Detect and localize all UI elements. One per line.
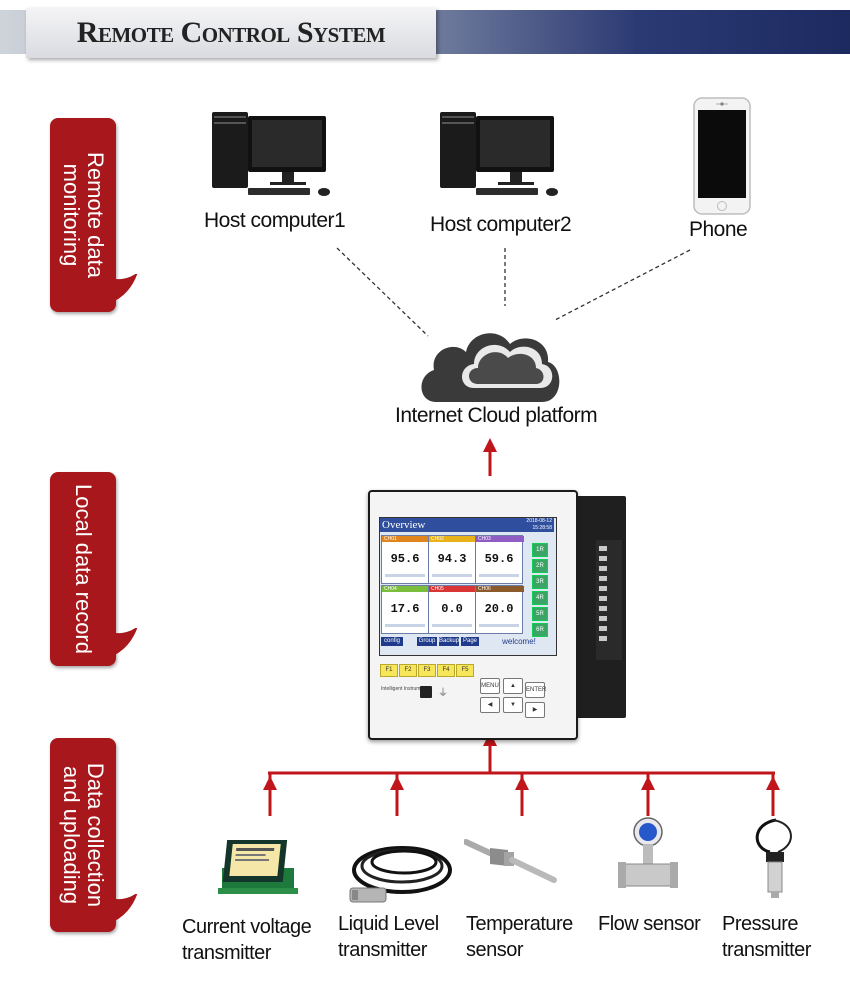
left-arrow-key[interactable]: ◀	[480, 697, 500, 713]
recorder-brand: Intelligent Instrument	[381, 686, 428, 692]
f4-key[interactable]: F4	[437, 664, 455, 677]
channel-name: CH06	[476, 586, 524, 592]
pressure-transmitter-icon	[755, 818, 792, 898]
desktop-computer-icon	[212, 112, 330, 196]
f1-key[interactable]: F1	[380, 664, 398, 677]
channel-side-button[interactable]: 5R	[532, 607, 548, 621]
up-arrow-key[interactable]: ▲	[503, 678, 523, 694]
sensor-label-line1: Pressure	[722, 913, 799, 935]
page-title: Remote Control System	[76, 16, 386, 49]
phone-label: Phone	[689, 218, 748, 241]
tab-group[interactable]: Group	[417, 637, 437, 646]
dashed-link-host1	[336, 247, 429, 337]
section-tab-data-collection: Data collection and uploading	[50, 738, 138, 932]
sensor-label-temperature: Temperature sensor	[466, 911, 573, 963]
sensor-label-line1: Current voltage	[182, 916, 312, 938]
sensor-label-line2: sensor	[466, 939, 524, 961]
arrow-up-sensor-2	[390, 773, 404, 816]
channel-name: CH05	[429, 586, 477, 592]
recorder-date: 2018-08-12	[526, 518, 552, 524]
f5-key[interactable]: F5	[456, 664, 474, 677]
sensor-label-line2: transmitter	[182, 942, 271, 964]
recorder-screen-titlebar	[380, 518, 554, 532]
tab-tail-icon	[108, 628, 138, 658]
channel-side-button[interactable]: 2R	[532, 559, 548, 573]
enter-key[interactable]: ENTER	[525, 682, 546, 698]
cloud-icon	[421, 333, 560, 402]
channel-name: CH02	[429, 536, 477, 542]
sensor-label-flow: Flow sensor	[598, 911, 701, 937]
channel-value: 59.6	[484, 552, 514, 566]
tab-backup[interactable]: Backup	[439, 637, 460, 646]
arrow-up-sensor-1	[263, 773, 277, 816]
host-computer-1-label: Host computer1	[204, 209, 346, 232]
channel-panel: CH04 17.6	[381, 585, 430, 634]
f2-key[interactable]: F2	[399, 664, 417, 677]
channel-side-button[interactable]: 6R	[532, 623, 548, 637]
channel-bar	[385, 574, 425, 577]
sensor-label-line2: transmitter	[338, 939, 427, 961]
channel-value: 17.6	[390, 602, 420, 616]
channel-value: 0.0	[441, 602, 463, 616]
liquid-level-probe-icon	[349, 846, 452, 903]
sensor-label-pressure: Pressure transmitter	[722, 911, 811, 963]
arrow-up-sensor-5	[766, 773, 780, 816]
usb-icon: ⏚	[438, 688, 448, 699]
menu-key[interactable]: MENU	[480, 678, 500, 694]
recorder-datetime: 2018-08-12 15:28:58	[522, 518, 552, 532]
down-arrow-key[interactable]: ▼	[503, 697, 523, 713]
channel-side-button[interactable]: 3R	[532, 575, 548, 589]
channel-value: 20.0	[484, 602, 514, 616]
header-label-plate	[26, 8, 436, 58]
desktop-computer-icon	[440, 112, 558, 196]
channel-side-button[interactable]: 4R	[532, 591, 548, 605]
tab-page[interactable]: Page	[461, 637, 479, 646]
welcome-message: welcome!	[502, 637, 536, 646]
usb-port	[420, 686, 432, 698]
arrow-up-sensor-4	[641, 773, 655, 816]
channel-bar	[479, 574, 519, 577]
sensor-label-line1: Temperature	[466, 913, 573, 935]
channel-panel: CH06 20.0	[475, 585, 524, 634]
channel-bar	[385, 624, 425, 627]
arrow-up-sensor-3	[515, 773, 529, 816]
section-tab-local-record: Local data record	[50, 472, 138, 666]
channel-value: 95.6	[390, 552, 420, 566]
right-arrow-key[interactable]: ▶	[525, 702, 545, 718]
recorder-screen-title: Overview	[382, 519, 426, 531]
channel-panel: CH01 95.6	[381, 535, 430, 584]
channel-name: CH04	[382, 586, 430, 592]
tab-config[interactable]: config	[381, 637, 403, 646]
flow-sensor-icon	[618, 817, 678, 888]
channel-name: CH03	[476, 536, 524, 542]
channel-name: CH01	[382, 536, 430, 542]
sensor-label-line1: Liquid Level	[338, 913, 439, 935]
recorder-time: 15:28:58	[532, 525, 552, 531]
arrow-up-to-cloud	[483, 438, 497, 476]
sensor-label-line1: Flow sensor	[598, 913, 701, 935]
voltage-transmitter-icon	[218, 840, 298, 894]
channel-value: 94.3	[437, 552, 467, 566]
tab-tail-icon	[108, 274, 138, 304]
terminal-block-icon	[596, 540, 622, 660]
channel-panel: CH05 0.0	[428, 585, 477, 634]
f3-key[interactable]: F3	[418, 664, 436, 677]
channel-bar	[432, 574, 472, 577]
host-computer-2-label: Host computer2	[430, 213, 572, 236]
dashed-link-phone	[554, 249, 691, 321]
cloud-platform-label: Internet Cloud platform	[395, 404, 598, 427]
channel-bar	[479, 624, 519, 627]
channel-side-button[interactable]: 1R	[532, 543, 548, 557]
tab-tail-icon	[108, 894, 138, 924]
sensor-label-current-voltage: Current voltage transmitter	[182, 914, 312, 966]
sensor-label-line2: transmitter	[722, 939, 811, 961]
smartphone-icon	[693, 97, 751, 215]
channel-panel: CH02 94.3	[428, 535, 477, 584]
temperature-sensor-icon	[464, 839, 557, 883]
section-tab-remote-monitoring: Remote data monitoring	[50, 118, 138, 312]
channel-panel: CH03 59.6	[475, 535, 524, 584]
channel-bar	[432, 624, 472, 627]
sensor-label-liquid-level: Liquid Level transmitter	[338, 911, 439, 963]
